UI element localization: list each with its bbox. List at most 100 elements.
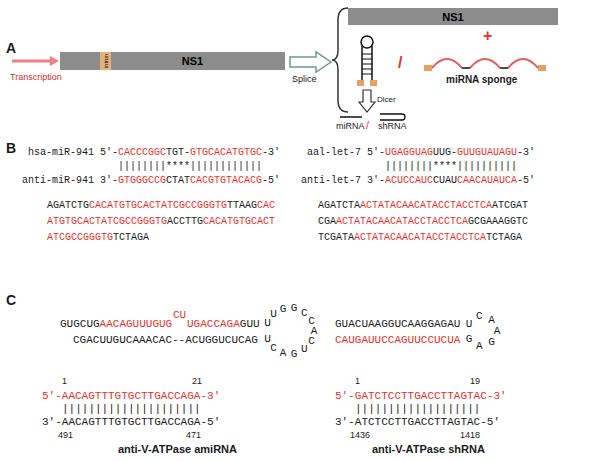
text-row: ATGTGCACTATCGCCGGGTGACCTTGCACATGTGCACT: [47, 216, 275, 227]
text-label: G: [291, 348, 298, 360]
text-label: ACUCCAUC: [385, 175, 433, 186]
text-label: CACCCGGC: [118, 147, 166, 158]
text-row: GUACUAAGGUCAAGGAGAU: [335, 318, 460, 330]
text-label: A: [488, 314, 495, 326]
bracket: [332, 8, 348, 112]
text-label: C: [308, 335, 315, 347]
text-row: G: [488, 336, 495, 348]
shrna-strand: [380, 114, 405, 120]
text-row: CAUGAUUCCAGUUCCUCUA: [335, 334, 460, 346]
text-row: B: [6, 140, 16, 156]
text-label: 3'-ATCTCCTTGACCTTAGTAC-5': [335, 416, 500, 428]
text-row: CGAACTATACAACATACCTACCTCAGCGAAAGGTC: [318, 216, 528, 227]
text-label: /: [366, 119, 369, 131]
text-label: C: [476, 310, 483, 322]
flank-block: [370, 80, 377, 86]
text-label: Transcription: [10, 72, 62, 82]
text-row: aal-let-7 5'-UGAGGUAGUUG-GUUGUAUAGU-3': [385, 147, 535, 158]
text-label: A: [280, 347, 287, 359]
text-label: GUACUAAGGUCAAGGAGAU: [335, 318, 460, 330]
flank-block: [424, 65, 432, 71]
text-label: 1436: [350, 430, 370, 440]
panel-letter: C: [6, 292, 16, 308]
text-row: anti-V-ATPase shRNA: [372, 443, 485, 455]
text-label: C: [301, 307, 308, 319]
text-label: ACCTTG: [167, 216, 203, 227]
text-label: |||||||||||||||||||||: [62, 403, 201, 415]
text-label: 491: [58, 430, 73, 440]
text-label: GUU: [240, 318, 260, 330]
text-label: -5': [517, 175, 535, 186]
text-label: U: [264, 333, 271, 345]
text-row: anti-let-7 3'-ACUCCAUCCUAUCAACAUAUCA-5': [385, 175, 535, 186]
text-label: AACAGUUUGUG: [100, 318, 173, 330]
text-row: 5'-GATCTCCTTGACCTTAGTAC-3': [335, 390, 507, 402]
text-row: A: [280, 347, 287, 359]
panel-letter: B: [6, 140, 16, 156]
gene-bar: NS1: [348, 8, 558, 25]
text-label: A: [494, 325, 501, 337]
text-row: |||||||||||||||||||: [355, 403, 480, 415]
text-row: A: [311, 325, 318, 337]
text-row: 21: [192, 376, 202, 386]
text-label: GTGGGCCG: [118, 175, 166, 186]
text-label: 1: [355, 376, 360, 386]
arrow-head: [50, 56, 59, 66]
text-row: U: [301, 343, 308, 355]
text-label: 471: [186, 430, 201, 440]
panel-letter: A: [6, 40, 16, 56]
text-row: 1: [355, 376, 360, 386]
hairpin-stem: [371, 46, 373, 80]
text-row: A: [6, 40, 16, 56]
gene-bar: NS1intron: [60, 52, 285, 70]
text-row: C: [308, 335, 315, 347]
text-row: 1436: [350, 430, 370, 440]
text-label: U: [264, 317, 271, 329]
text-label: CAACAUAUCA: [457, 175, 517, 186]
text-row: AGATCTAACTATACAACATACCTACCTCAATCGAT: [318, 200, 528, 211]
text-label: CACGTGTACACG: [190, 175, 262, 186]
text-label: anti-V-ATPase amiRNA: [118, 443, 237, 455]
text-label: miRNA: [336, 121, 365, 131]
text-row: C: [476, 310, 483, 322]
text-row: C: [301, 307, 308, 319]
dicer-arrow: [359, 90, 375, 112]
text-label: 21: [192, 376, 202, 386]
text-label: ATCGCCGGGTG: [47, 232, 113, 243]
hairpin-loop: [361, 36, 373, 48]
text-label: CGACUUGUCAAACAC--ACUGGUCUCAG: [73, 334, 258, 346]
text-row: AGATCTGCACATGTGCACTATCGCCGGGTGTTAAGCAC: [47, 200, 275, 211]
text-label: 5'-GATCTCCTTGACCTTAGTAC-3': [335, 390, 507, 402]
gene-label: NS1: [442, 11, 463, 23]
text-label: Splice: [292, 74, 317, 84]
text-label: GTGCACATGTGC: [190, 147, 262, 158]
text-label: TCTAGA: [113, 232, 149, 243]
text-label: ACTATACAACATACCTACCTCA: [336, 216, 468, 227]
text-label: GUUGUAUAGU: [457, 147, 517, 158]
text-label: ATCGAT: [492, 200, 528, 211]
transcription-arrow: [12, 60, 50, 63]
text-row: G: [291, 302, 298, 314]
text-row: Splice: [292, 74, 317, 84]
text-label: ACTATACAACATACCTACCTCA: [354, 232, 486, 243]
mirna-strand: [340, 116, 362, 118]
text-label: ATGTGCACTATCGCCGGGTG: [47, 216, 167, 227]
text-row: CGACUUGUCAAACAC--ACUGGUCUCAG: [73, 334, 258, 346]
text-label: UGACCAGA: [187, 318, 240, 330]
text-label: TGT-: [166, 147, 190, 158]
text-label: shRNA: [378, 121, 407, 131]
text-label: /: [398, 54, 402, 71]
text-row: 1418: [460, 430, 480, 440]
text-label: aal-let-7 5'-: [307, 147, 385, 158]
text-label: AGATCTG: [47, 200, 89, 211]
text-label: GUGCUG: [60, 318, 100, 330]
text-row: anti-miR-941 3'-GTGGGCCGCTATCACGTGTACACG…: [118, 175, 280, 186]
text-row: |||||||||||||||||||||: [62, 403, 201, 415]
text-label: CACATGTGCACTATCGCCGGGTG: [89, 200, 227, 211]
text-row: Dicer: [377, 95, 396, 104]
text-label: -3': [262, 147, 280, 158]
text-label: G: [291, 302, 298, 314]
text-label: CU: [173, 309, 186, 321]
text-label: GCGAAAGGTC: [468, 216, 528, 227]
